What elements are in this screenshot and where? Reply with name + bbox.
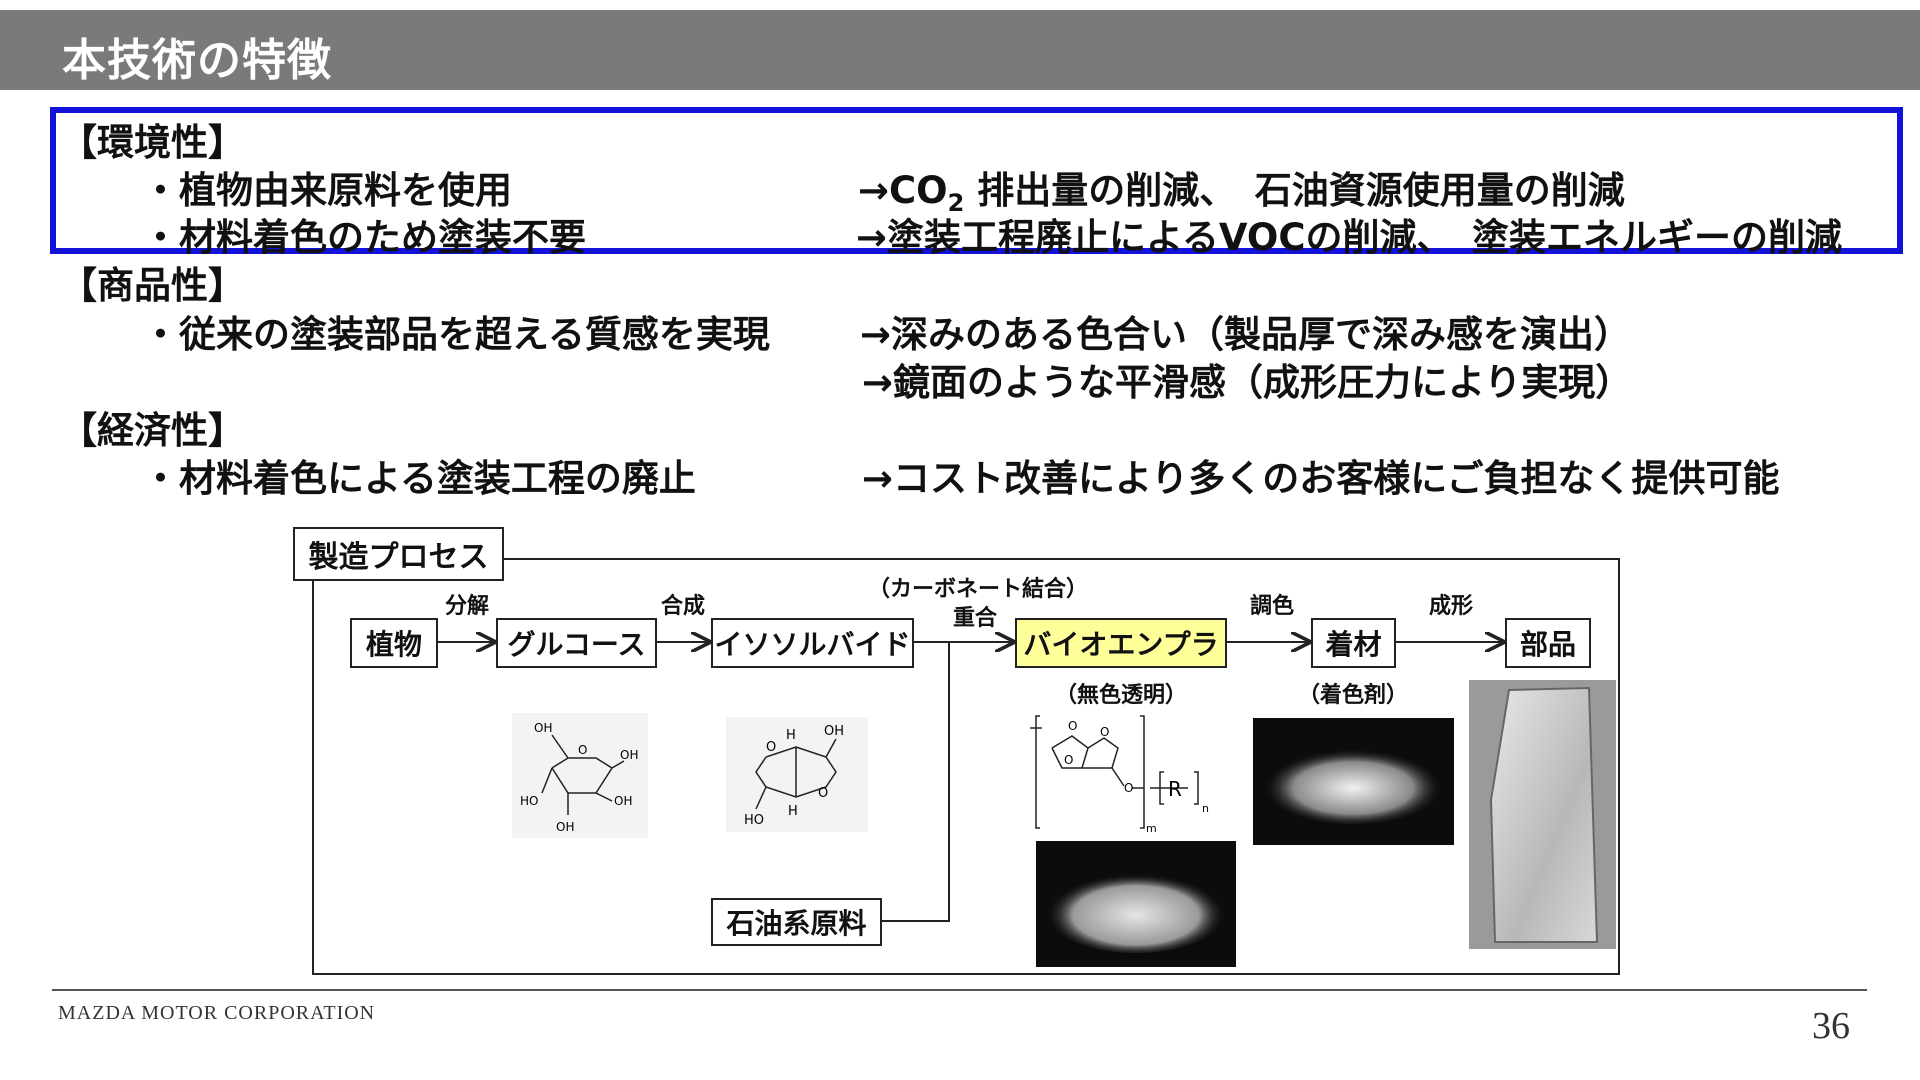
economy-result: →コスト改善により多くのお客様にご負担なく提供可能: [862, 457, 1780, 500]
environment-bullet-1: ・植物由来原料を使用: [142, 169, 512, 212]
node-part: 部品: [1505, 618, 1591, 668]
glucose-structure: OH O OH HO OH OH: [512, 713, 648, 838]
svg-text:O: O: [766, 740, 776, 755]
svg-text:OH: OH: [556, 820, 574, 834]
svg-text:O: O: [818, 786, 828, 801]
note-colorant: （着色剤）: [1297, 683, 1408, 708]
node-isosorbide: イソソルバイド: [711, 618, 914, 668]
svg-text:O: O: [1100, 725, 1109, 739]
product-result-1: →深みのある色合い（製品厚で深み感を演出）: [860, 313, 1632, 356]
environment-heading: 【環境性】: [60, 121, 245, 164]
svg-text:m: m: [1146, 822, 1157, 835]
connector-petroleum: [882, 642, 950, 922]
svg-text:HO: HO: [520, 794, 538, 808]
page-number: 36: [1812, 1005, 1850, 1047]
label-polymerize: 重合: [952, 606, 997, 631]
svg-text:n: n: [1202, 802, 1209, 815]
svg-text:OH: OH: [620, 748, 638, 762]
svg-text:O: O: [1064, 753, 1073, 767]
svg-text:O: O: [1124, 781, 1133, 795]
environment-bullet-2: ・材料着色のため塗装不要: [142, 216, 586, 259]
economy-heading: 【経済性】: [60, 409, 245, 452]
note-colorless: （無色透明）: [1054, 683, 1187, 708]
svg-text:OH: OH: [614, 794, 632, 808]
svg-text:O: O: [1068, 719, 1077, 733]
environment-result-1: →CO2 排出量の削減、 石油資源使用量の削減: [858, 169, 1625, 217]
label-carbonate: （カーボネート結合）: [868, 577, 1089, 602]
slide-title: 本技術の特徴: [62, 35, 332, 86]
node-plant: 植物: [350, 618, 438, 668]
svg-text:OH: OH: [824, 724, 844, 739]
colored-pellets-photo: [1253, 718, 1454, 845]
process-diagram-frame: [312, 558, 1620, 975]
economy-bullet: ・材料着色による塗装工程の廃止: [142, 457, 696, 500]
label-molding: 成形: [1428, 594, 1473, 619]
isosorbide-structure: O H OH O H HO: [726, 717, 868, 832]
clear-pellets-photo: [1036, 841, 1236, 967]
label-synthesis: 合成: [660, 594, 705, 619]
product-bullet: ・従来の塗装部品を超える質感を実現: [142, 313, 770, 356]
process-title: 製造プロセス: [293, 527, 504, 581]
svg-text:OH: OH: [534, 721, 552, 735]
svg-text:H: H: [788, 804, 798, 819]
node-glucose: グルコース: [496, 618, 657, 668]
node-bio-plastic: バイオエンプラ: [1015, 618, 1227, 668]
svg-text:O: O: [578, 743, 587, 757]
node-petroleum: 石油系原料: [711, 898, 882, 946]
bio-plastic-structure: O O O O R m n: [1028, 708, 1228, 838]
node-coloring: 着材: [1311, 618, 1396, 668]
header-bar: 本技術の特徴: [0, 10, 1920, 90]
label-tone: 調色: [1249, 594, 1294, 619]
product-heading: 【商品性】: [60, 264, 245, 307]
co2-subscript: 2: [947, 189, 965, 217]
label-decompose: 分解: [444, 594, 489, 619]
svg-text:H: H: [786, 728, 796, 743]
svg-text:HO: HO: [744, 813, 764, 828]
svg-text:R: R: [1168, 777, 1182, 801]
environment-highlight-box: [50, 107, 1903, 254]
footer-rule: [52, 989, 1867, 991]
finished-part-photo: [1469, 680, 1616, 949]
company-name: MAZDA MOTOR CORPORATION: [58, 1002, 376, 1024]
environment-result-2: →塗装工程廃止によるVOCの削減、 塗装エネルギーの削減: [856, 216, 1842, 259]
product-result-2: →鏡面のような平滑感（成形圧力により実現）: [862, 361, 1633, 404]
